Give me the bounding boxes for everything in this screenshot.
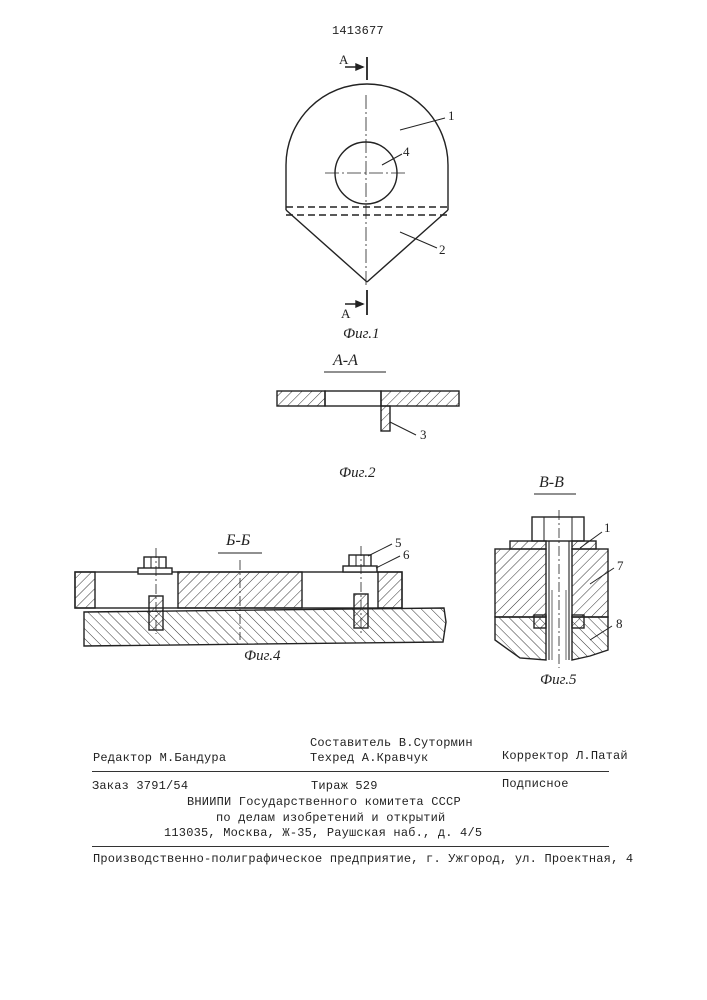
fig4-section-title: Б-Б [226, 532, 250, 550]
fig5-section-title: В-В [539, 474, 564, 492]
fig1-callout-2: 2 [439, 242, 446, 258]
colophon-rule-top [92, 771, 609, 772]
fig4-caption: Фиг.4 [244, 648, 280, 665]
fig2-drawing [277, 372, 459, 435]
fig5-drawing [495, 494, 614, 668]
fig5-callout-8: 8 [616, 616, 623, 632]
fig1-drawing [286, 57, 448, 315]
fig2-section-title: А-А [333, 352, 358, 370]
colophon-org-line3: 113035, Москва, Ж-35, Раушская наб., д. … [164, 826, 482, 840]
colophon-org-line1: ВНИИПИ Государственного комитета СССР [187, 795, 461, 809]
fig1-caption: Фиг.1 [343, 326, 379, 343]
fig4-callout-6: 6 [403, 547, 410, 563]
fig1-callout-4: 4 [403, 144, 410, 160]
fig1-callout-1: 1 [448, 108, 455, 124]
fig5-callout-1: 1 [604, 520, 611, 536]
fig2-caption: Фиг.2 [339, 465, 375, 482]
fig2-callout-3: 3 [420, 427, 427, 443]
fig4-callout-5: 5 [395, 535, 402, 551]
fig5-callout-7: 7 [617, 558, 624, 574]
colophon-subscription: Подписное [502, 777, 569, 791]
colophon-circulation: Тираж 529 [311, 779, 378, 793]
fig5-caption: Фиг.5 [540, 672, 576, 689]
colophon-rule-bottom [92, 846, 609, 847]
colophon-printer: Производственно-полиграфическое предприя… [93, 852, 633, 866]
colophon-order: Заказ 3791/54 [92, 779, 188, 793]
colophon-corrector: Корректор Л.Патай [502, 749, 628, 763]
fig1-section-mark-top: А [339, 52, 348, 68]
colophon-techred: Техред А.Кравчук [310, 751, 428, 765]
colophon-editor: Редактор М.Бандура [93, 751, 226, 765]
fig1-section-mark-bottom: А [341, 306, 350, 322]
colophon-org-line2: по делам изобретений и открытий [216, 811, 445, 825]
colophon-compiler: Составитель В.Сутормин [310, 736, 473, 750]
fig4-drawing [75, 544, 446, 646]
technical-drawing [0, 0, 707, 700]
